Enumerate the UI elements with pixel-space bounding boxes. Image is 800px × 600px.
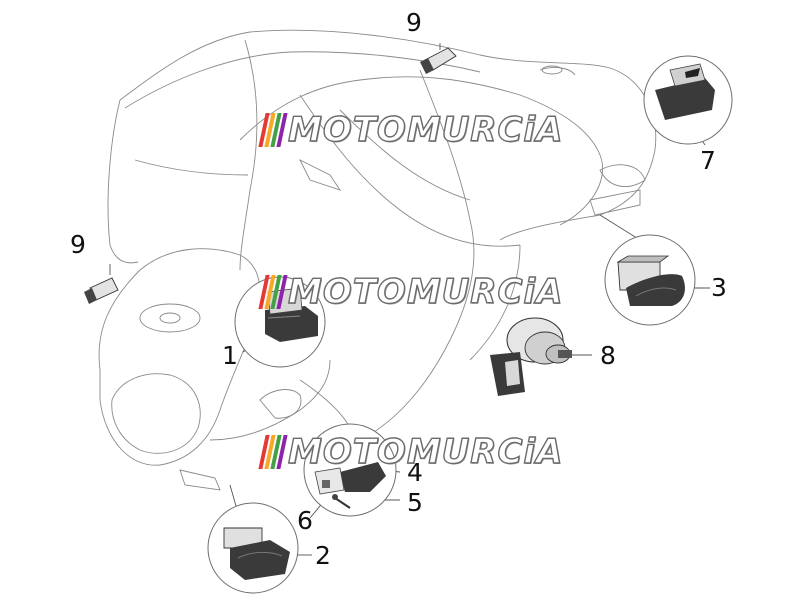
callout-9-top: 9 <box>406 8 422 37</box>
callout-2: 2 <box>315 541 331 570</box>
bulb-part-9-left <box>84 277 119 304</box>
watermark-text: MOTOMURCiA <box>287 271 564 312</box>
callout-1: 1 <box>222 341 238 370</box>
watermark-top: MOTOMURCiA <box>258 109 564 151</box>
watermark-text: MOTOMURCiA <box>287 109 564 150</box>
callout-9-left: 9 <box>70 230 86 259</box>
ignition-part-8 <box>490 317 572 396</box>
watermark-text: MOTOMURCiA <box>287 431 564 472</box>
watermark-bottom: MOTOMURCiA <box>258 431 564 473</box>
watermark-stripes <box>258 113 288 147</box>
callout-8: 8 <box>600 341 616 370</box>
watermark-stripes <box>258 435 288 469</box>
watermark-stripes <box>258 275 288 309</box>
handlebar-cover-outline <box>98 29 657 491</box>
switch-part-2 <box>223 527 290 580</box>
bulb-part-9-top <box>420 47 457 74</box>
switch-part-7 <box>655 63 715 120</box>
callout-4: 4 <box>407 458 423 487</box>
callout-7: 7 <box>700 146 716 175</box>
watermark-middle: MOTOMURCiA <box>258 271 564 313</box>
callout-5: 5 <box>407 488 423 517</box>
switch-part-3 <box>616 255 685 306</box>
callout-6: 6 <box>297 506 313 535</box>
callout-3: 3 <box>711 273 727 302</box>
switch-part-4-5-6 <box>314 462 386 509</box>
